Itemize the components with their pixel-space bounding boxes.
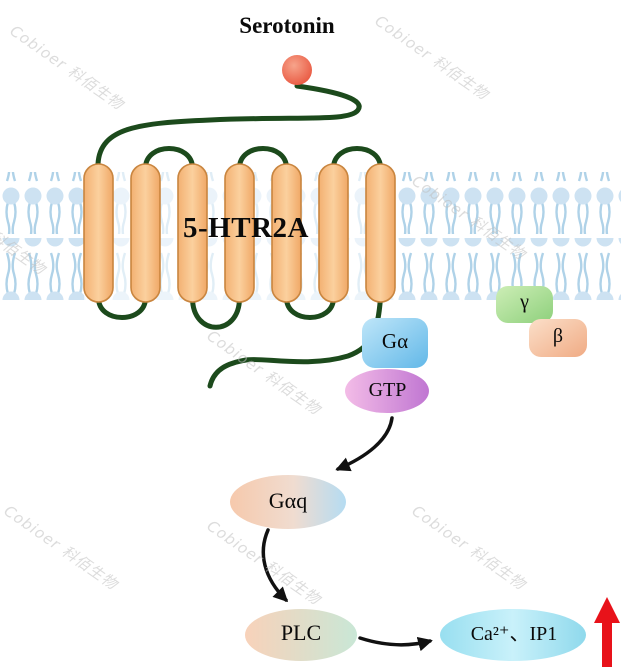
ca-ip1-node	[440, 609, 586, 661]
receptor-helices	[83, 163, 396, 303]
signal-arrows	[261, 416, 433, 652]
extracellular-loop	[237, 146, 289, 171]
helix	[83, 163, 114, 303]
beta-label: β	[552, 325, 564, 347]
gaq-label: Gαq	[268, 488, 308, 513]
helix	[365, 163, 396, 303]
helix	[130, 163, 161, 303]
plc-node	[245, 609, 357, 661]
arrow-gtp-to-gaq	[335, 416, 394, 472]
helix	[318, 163, 349, 303]
gamma-subunit	[496, 286, 553, 323]
plc-label: PLC	[280, 620, 322, 645]
gamma-label: γ	[520, 291, 529, 313]
arrow-plc-to-ca-ip1	[358, 636, 433, 652]
upregulation-arrow	[594, 597, 620, 667]
intracellular-loop	[96, 295, 148, 320]
helix	[177, 163, 208, 303]
receptor-label: 5-HTR2A	[183, 212, 309, 244]
gtp-molecule	[345, 369, 429, 413]
serotonin-ligand	[282, 55, 312, 85]
gaq-node	[230, 475, 346, 529]
gtp-label: GTP	[368, 379, 407, 401]
helix	[224, 163, 255, 303]
serotonin-title: Serotonin	[239, 13, 335, 38]
ca-ip1-label: Ca²⁺、IP1	[470, 623, 558, 645]
arrow-gaq-to-plc	[261, 528, 289, 603]
helix	[271, 163, 302, 303]
extracellular-loop	[143, 146, 195, 171]
intracellular-loop	[190, 295, 242, 330]
extracellular-loop	[331, 146, 383, 171]
beta-subunit	[529, 319, 587, 357]
g-alpha-label: Gα	[381, 329, 409, 353]
g-alpha-subunit	[362, 318, 428, 368]
intracellular-loop	[284, 295, 336, 320]
n-terminus-loop	[95, 83, 362, 167]
